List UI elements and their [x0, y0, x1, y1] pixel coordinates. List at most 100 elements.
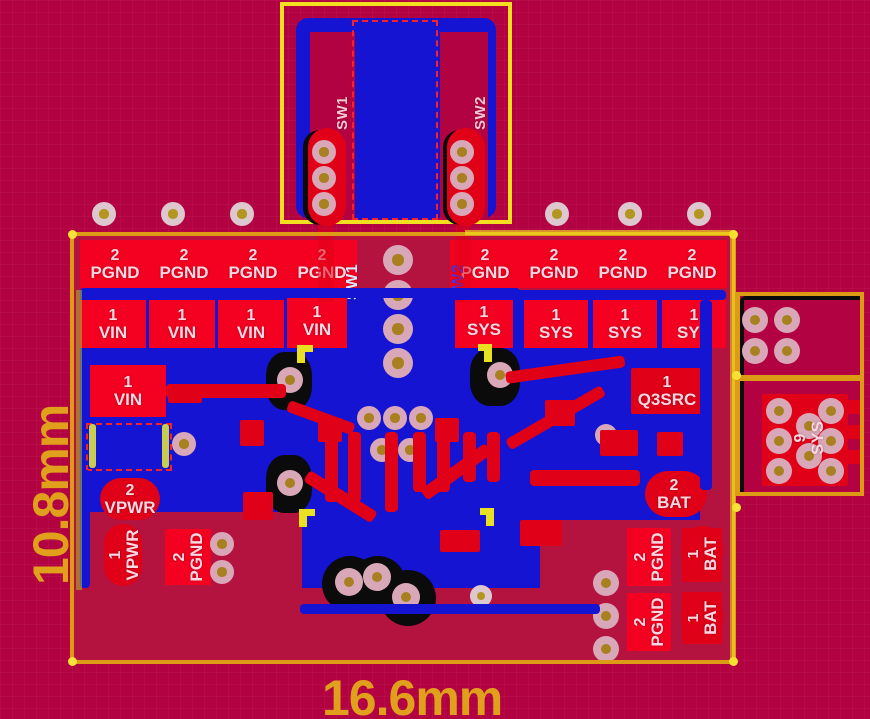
- sys-via-2: [766, 428, 792, 454]
- right-upper-via-1: [742, 307, 768, 333]
- smd-pad-e: [520, 520, 562, 546]
- pad-name: SYS: [538, 322, 574, 342]
- pad-name: PGND: [159, 262, 209, 282]
- pad-vin-1[interactable]: 1 VIN: [80, 300, 146, 348]
- outline-corner-bottom-left: [68, 657, 77, 666]
- pad-sys-1[interactable]: 1 SYS: [455, 295, 513, 348]
- pad-number: 1: [551, 306, 561, 324]
- pad-pgnd-6[interactable]: 2 PGND: [519, 240, 589, 288]
- trace-fan-4: [413, 432, 426, 492]
- outline-corner-top-left: [68, 230, 77, 239]
- outline-highlight-top: [465, 230, 735, 235]
- top-outside-via-3: [230, 202, 254, 226]
- pad-pgnd-8[interactable]: 2 PGND: [657, 240, 727, 288]
- pad-vin-large[interactable]: 1 VIN: [90, 365, 166, 417]
- silk-sw2-top: SW2: [472, 95, 489, 130]
- pad-bat-2[interactable]: 2 BAT: [637, 473, 711, 515]
- pad-vin-3[interactable]: 1 VIN: [218, 300, 284, 348]
- marker-tick-right-1b: [478, 344, 492, 351]
- top-outside-via-6: [687, 202, 711, 226]
- pad-vpwr-1-shape: [104, 524, 142, 586]
- blue-trace-left-down: [80, 470, 90, 588]
- pad-bat-1a-round: [681, 526, 723, 572]
- blue-trace-sys-out: [700, 300, 712, 490]
- pad-number: 1: [312, 304, 322, 321]
- bottom-center-via-2: [363, 563, 391, 591]
- fet-via-2: [383, 406, 407, 430]
- lower-right-via-3: [593, 636, 619, 662]
- right-connector-outline: [736, 292, 864, 496]
- pad-number: 2: [125, 481, 135, 499]
- pad-name: SYS: [607, 322, 643, 342]
- right-upper-via-2: [774, 307, 800, 333]
- pad-number: 1: [689, 306, 699, 324]
- pad-sys-connector[interactable]: 9 SYS: [789, 409, 829, 467]
- pad-vpwr-2-shape: [100, 478, 160, 520]
- silk-sw1-top: SW1: [334, 95, 351, 130]
- pad-bat-2-shape: [645, 471, 707, 517]
- pad-pgnd-1[interactable]: 2 PGND: [80, 240, 150, 288]
- marker-tick-left-2: [299, 509, 307, 527]
- outline-corner-right-bottom: [732, 503, 741, 512]
- outline-highlight-right: [730, 232, 735, 664]
- sys-connector-tab-3: [846, 450, 860, 464]
- pad-number: 2: [110, 246, 120, 264]
- right-box-divider-line: [740, 375, 860, 381]
- pad-name: SYS: [807, 420, 827, 456]
- pad-sys-3[interactable]: 1 SYS: [593, 300, 657, 348]
- pad-number: 1: [177, 306, 187, 324]
- pad-number: 2: [687, 246, 697, 264]
- smd-pad-d: [440, 530, 480, 552]
- q3src-pad-shape: [631, 368, 703, 414]
- smd-pad-c: [545, 400, 575, 426]
- sys-via-3: [766, 458, 792, 484]
- pad-q3src[interactable]: 1 Q3SRC: [631, 368, 703, 414]
- pad-number: 2: [669, 476, 679, 494]
- sys-via-8: [818, 458, 844, 484]
- smd-pad-i: [600, 430, 638, 456]
- board-outline: [70, 232, 736, 664]
- fet-via-3: [409, 406, 433, 430]
- center-via-3: [383, 314, 413, 344]
- pad-pgnd-3[interactable]: 2 PGND: [218, 240, 288, 288]
- sw2-via-top-2: [450, 166, 474, 190]
- pad-name: SYS: [466, 320, 502, 339]
- pad-vin-4[interactable]: 1 VIN: [287, 295, 347, 348]
- trace-sw2-vertical: [455, 224, 471, 302]
- lower-right-via-1: [593, 570, 619, 596]
- sys-via-6: [818, 398, 844, 424]
- pad-name: VIN: [236, 322, 266, 342]
- fet-via-1: [357, 406, 381, 430]
- pad-name: VIN: [98, 322, 128, 342]
- sw1-via-top-3: [312, 192, 336, 216]
- trace-fan-7: [487, 432, 500, 482]
- pad-pgnd-7[interactable]: 2 PGND: [588, 240, 658, 288]
- pad-number: 1: [246, 306, 256, 324]
- trace-sw1-vertical: [318, 224, 334, 302]
- bottom-center-via-1: [335, 568, 363, 596]
- blue-trace-top-right: [450, 290, 726, 300]
- pad-sys-2[interactable]: 1 SYS: [524, 300, 588, 348]
- dimension-width-label: 16.6mm: [322, 670, 503, 719]
- pad-name: PGND: [90, 262, 140, 282]
- pad-vpwr-2[interactable]: 2 VPWR: [93, 478, 167, 520]
- blue-trace-bottom: [300, 604, 600, 614]
- pad-name: Q3SRC: [637, 389, 697, 409]
- pad-number: 2: [618, 246, 628, 264]
- pad-sys-4[interactable]: 1 SYS: [662, 300, 726, 348]
- top-highlight-region: [280, 2, 512, 224]
- top-region-center-bar: [355, 18, 435, 220]
- pad-pgnd-2[interactable]: 2 PGND: [149, 240, 219, 288]
- pad-name: VIN: [113, 389, 143, 409]
- sw1-via-top-1: [312, 140, 336, 164]
- sys-via-7: [818, 428, 844, 454]
- pad-name: PGND: [460, 262, 510, 282]
- pad-vin-2[interactable]: 1 VIN: [149, 300, 215, 348]
- trace-bat-bus: [530, 470, 640, 486]
- sw2-via-top-3: [450, 192, 474, 216]
- pad-name: VIN: [302, 320, 332, 339]
- marker-tick-right-2b: [480, 508, 494, 515]
- trace-fan-3: [385, 432, 398, 512]
- outline-highlight-left: [76, 290, 82, 590]
